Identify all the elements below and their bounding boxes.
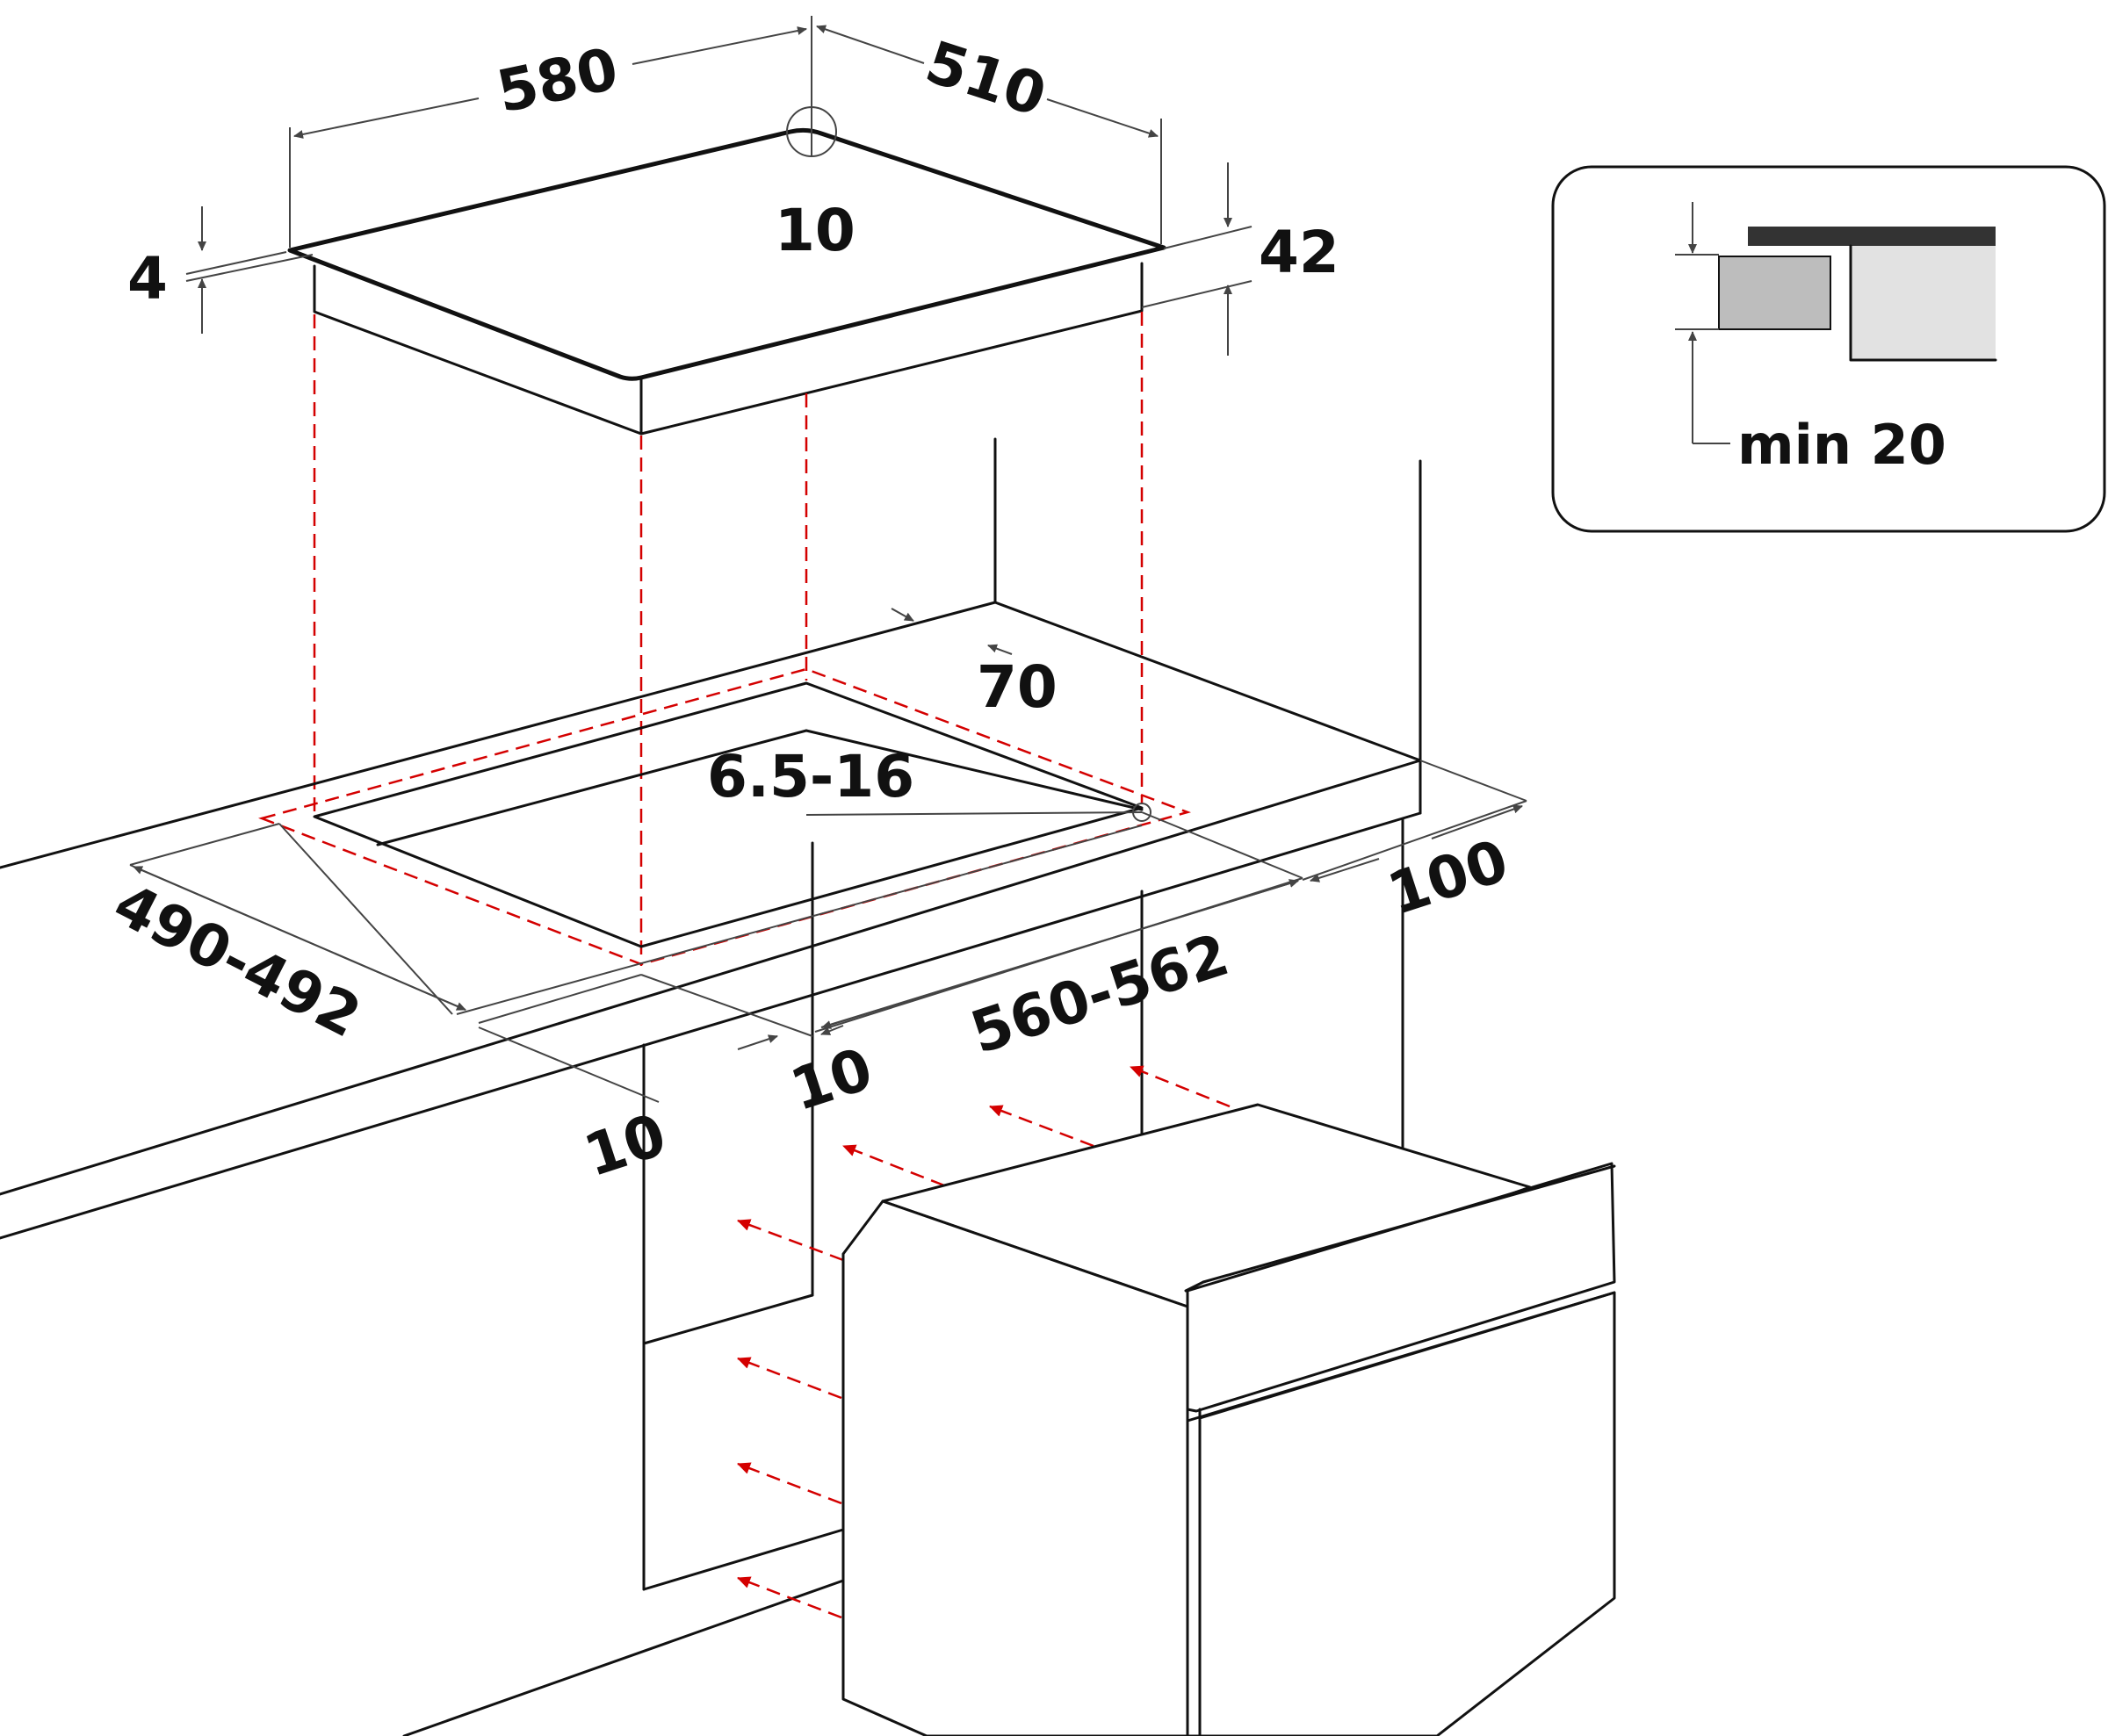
worktop-cutout [313, 681, 1144, 948]
inset-drawer [1718, 256, 1831, 330]
inset-worktop [1748, 227, 1996, 246]
cutout-dimensions [129, 608, 1527, 1103]
label-worktop-thickness: 6.5-16 [707, 743, 914, 810]
label-hob-depth: 510 [918, 28, 1054, 130]
worktop-bottom-edge [0, 811, 1422, 1240]
inset-clearance-label: min 20 [1737, 413, 1946, 477]
label-rear-gap: 70 [977, 653, 1058, 721]
projection-lines [257, 312, 1192, 966]
clearance-inset: min 20 [1551, 165, 2106, 533]
worktop-front-edge [0, 601, 997, 869]
label-hob-height: 42 [1259, 219, 1339, 286]
inset-cabinet [1851, 246, 1996, 360]
hob-body [313, 262, 1144, 436]
label-hob-width: 580 [491, 35, 624, 126]
cutout-corner-marker [1132, 803, 1151, 822]
label-front-gap-left: 10 [576, 1101, 674, 1191]
hob-dimensions [185, 16, 1253, 356]
label-side-gap: 100 [1380, 826, 1516, 928]
cabinet [0, 437, 1422, 1736]
label-front-gap-right: 10 [783, 1035, 880, 1125]
oven [841, 1103, 1616, 1736]
label-glass-thickness: 4 [127, 245, 168, 313]
oven-control-panel [1186, 1162, 1616, 1413]
hob [287, 106, 1166, 436]
label-cutout-depth: 490-492 [104, 870, 372, 1051]
label-corner-radius: 10 [775, 197, 855, 264]
hob-top-glass [287, 127, 1166, 381]
ventilation-arrows [737, 1065, 1231, 1619]
